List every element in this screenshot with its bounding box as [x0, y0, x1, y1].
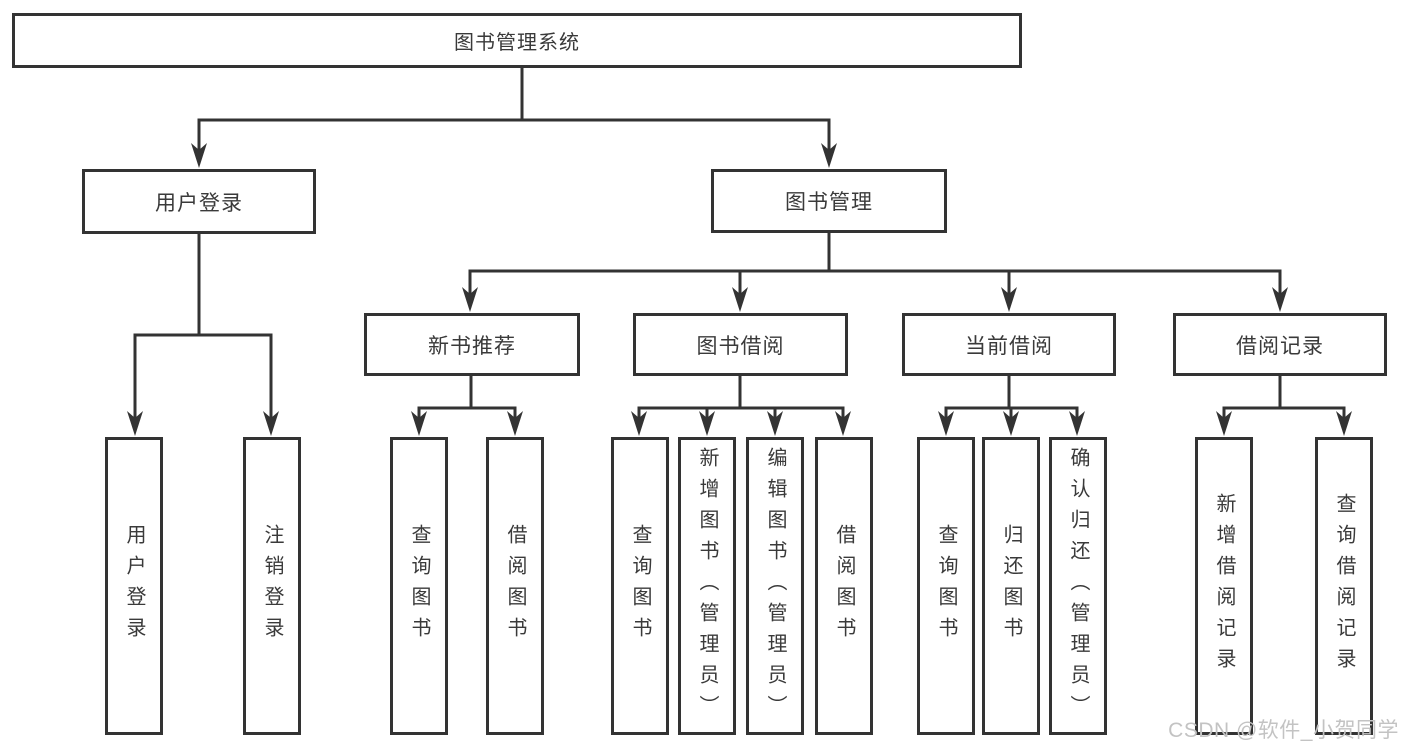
leaf-confirm-return-admin: 确认归还（管理员）	[1049, 437, 1107, 735]
leaf-edit-books-admin: 编辑图书（管理员）	[746, 437, 804, 735]
node-book-borrowing: 图书借阅	[633, 313, 848, 376]
leaf-label: 查询借阅记录	[1333, 493, 1355, 679]
leaf-label: 查询图书	[935, 524, 957, 648]
leaf-label: 确认归还（管理员）	[1067, 446, 1089, 726]
node-book-management: 图书管理	[711, 169, 947, 233]
leaf-label: 注销登录	[261, 524, 283, 648]
leaf-label: 借阅图书	[504, 524, 526, 648]
leaf-label: 归还图书	[1000, 524, 1022, 648]
leaf-label: 查询图书	[408, 524, 430, 648]
leaf-borrow-books-recommend: 借阅图书	[486, 437, 544, 735]
leaf-add-borrow-record: 新增借阅记录	[1195, 437, 1253, 735]
leaf-query-books-borrowing: 查询图书	[611, 437, 669, 735]
node-current-borrowing: 当前借阅	[902, 313, 1116, 376]
leaf-return-books: 归还图书	[982, 437, 1040, 735]
leaf-user-login: 用户登录	[105, 437, 163, 735]
leaf-query-books-current: 查询图书	[917, 437, 975, 735]
leaf-query-borrow-record: 查询借阅记录	[1315, 437, 1373, 735]
leaf-label: 新增图书（管理员）	[696, 446, 718, 726]
leaf-label: 编辑图书（管理员）	[764, 446, 786, 726]
leaf-label: 借阅图书	[833, 524, 855, 648]
leaf-add-books-admin: 新增图书（管理员）	[678, 437, 736, 735]
leaf-label: 用户登录	[123, 524, 145, 648]
leaf-logout: 注销登录	[243, 437, 301, 735]
leaf-borrow-books: 借阅图书	[815, 437, 873, 735]
node-borrow-records: 借阅记录	[1173, 313, 1387, 376]
leaf-label: 查询图书	[629, 524, 651, 648]
node-library-management-system: 图书管理系统	[12, 13, 1022, 68]
leaf-query-books-recommend: 查询图书	[390, 437, 448, 735]
leaf-label: 新增借阅记录	[1213, 493, 1235, 679]
node-user-login: 用户登录	[82, 169, 316, 234]
node-new-book-recommendation: 新书推荐	[364, 313, 580, 376]
